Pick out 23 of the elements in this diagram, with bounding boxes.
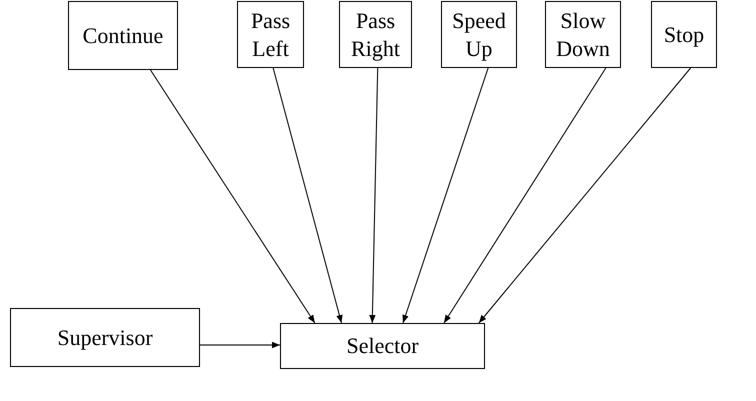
process-box bbox=[651, 1, 717, 68]
box-label: Pass Left bbox=[250, 7, 292, 62]
arrow bbox=[478, 68, 692, 324]
box-label: Continue bbox=[82, 22, 164, 50]
box-label: Speed Up bbox=[451, 7, 507, 62]
arrow bbox=[272, 68, 343, 324]
box-label: Stop bbox=[664, 20, 704, 48]
arrow bbox=[369, 68, 378, 324]
arrow bbox=[402, 68, 489, 324]
process-box bbox=[339, 1, 412, 68]
process-box bbox=[545, 1, 621, 68]
process-box bbox=[237, 1, 304, 68]
arrow bbox=[444, 68, 606, 324]
box-label: Supervisor bbox=[57, 324, 153, 352]
process-box bbox=[280, 323, 485, 369]
box-label: Pass Right bbox=[350, 7, 401, 62]
process-box bbox=[10, 308, 200, 367]
box-label: Selector bbox=[346, 332, 419, 360]
process-box bbox=[68, 1, 178, 70]
arrow bbox=[200, 342, 280, 348]
arrow bbox=[150, 70, 316, 324]
box-label: Slow Down bbox=[555, 7, 611, 62]
process-box bbox=[441, 1, 517, 68]
